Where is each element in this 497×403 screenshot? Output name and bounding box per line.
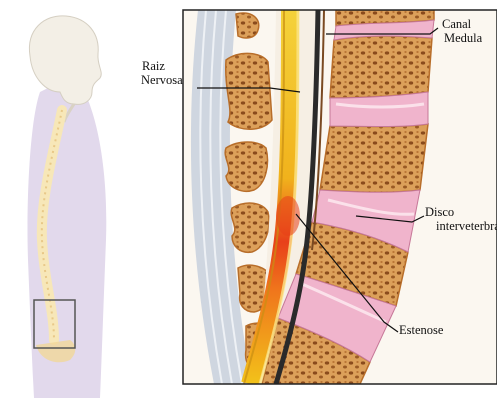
label-disco: Disco bbox=[425, 206, 454, 219]
spinous-process bbox=[225, 142, 267, 191]
label-nervosa: Nervosa bbox=[141, 74, 183, 87]
label-estenose: Estenose bbox=[399, 324, 443, 337]
label-intervertebral: interveterbra bbox=[436, 220, 497, 233]
vertebral-body bbox=[330, 36, 432, 98]
label-canal: Canal bbox=[442, 18, 471, 31]
stenosis-highlight bbox=[276, 196, 300, 236]
label-raiz: Raiz bbox=[142, 60, 165, 73]
label-medular: Medula bbox=[444, 32, 482, 45]
spinous-process bbox=[226, 53, 272, 129]
vertebral-body bbox=[320, 124, 428, 192]
spinous-process bbox=[236, 13, 259, 38]
cross-section-panel bbox=[183, 10, 497, 384]
